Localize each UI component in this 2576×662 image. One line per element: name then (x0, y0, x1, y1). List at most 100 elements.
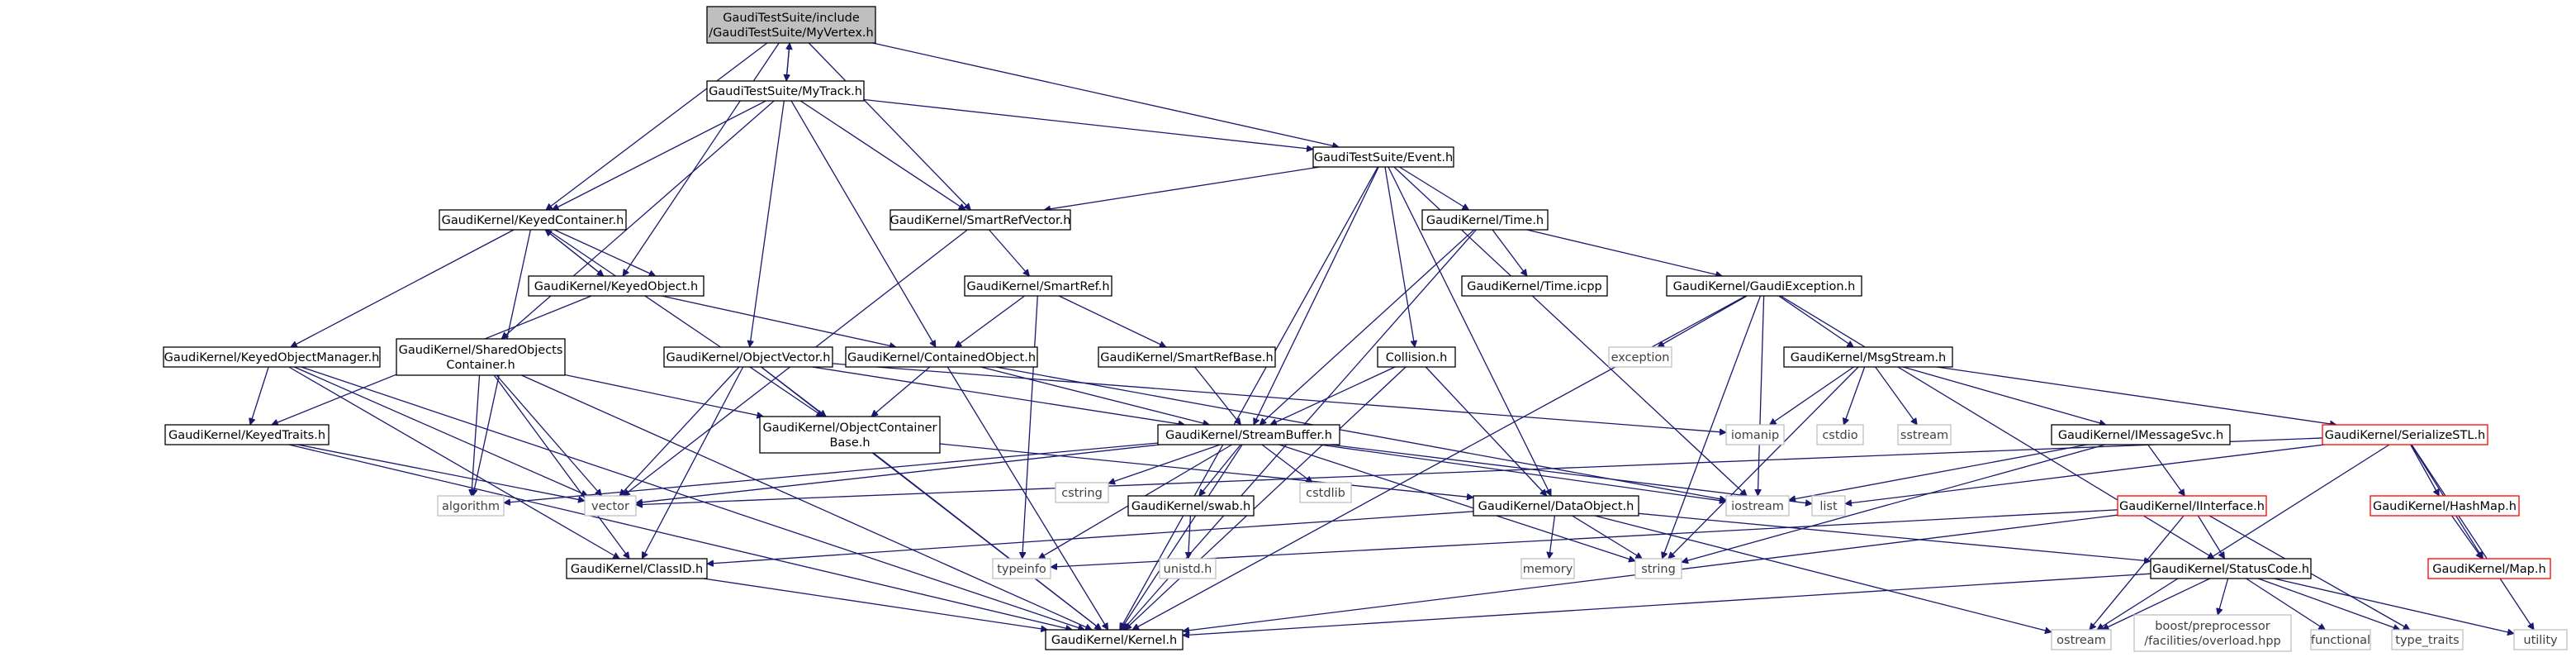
node-box (1816, 424, 1864, 445)
node-label: string (1641, 563, 1676, 576)
node-classid[interactable]: GaudiKernel/ClassID.h (566, 558, 708, 579)
edge-streambuffer-to-algorithm (504, 442, 1159, 502)
node-label: GaudiKernel/swab.h (1131, 500, 1250, 513)
node-objectvector[interactable]: GaudiKernel/ObjectVector.h (663, 346, 833, 368)
node-swab[interactable]: GaudiKernel/swab.h (1127, 495, 1255, 517)
node-box (1520, 558, 1575, 579)
node-label: GaudiKernel/KeyedContainer.h (442, 214, 624, 227)
node-box (1783, 346, 1953, 368)
node-cstdio: cstdio (1816, 424, 1864, 445)
node-label: GaudiKernel/HashMap.h (2373, 500, 2517, 513)
node-label: GaudiKernel/SharedObjects (399, 344, 563, 357)
edge-mytrack-to-event (863, 98, 1313, 149)
node-imessagesvc[interactable]: GaudiKernel/IMessageSvc.h (2051, 424, 2231, 445)
edge-time-to-timeicpp (1492, 229, 1527, 276)
node-box (566, 558, 708, 579)
node-kernel[interactable]: GaudiKernel/Kernel.h (1045, 629, 1184, 650)
edge-objectcontainerbase-to-kernel (872, 452, 1101, 630)
node-containedobject[interactable]: GaudiKernel/ContainedObject.h (845, 346, 1038, 368)
node-box (163, 346, 381, 368)
node-label: unistd.h (1164, 563, 1212, 576)
node-box (759, 416, 941, 454)
edge-smartrefvector-to-smartref (989, 229, 1030, 276)
node-box (1897, 424, 1952, 445)
edge-keyedobjectmanager-to-keyedtraits (250, 366, 269, 425)
node-box (2133, 614, 2292, 652)
edge-gaudiexception-to-string (1662, 295, 1762, 559)
node-label: GaudiKernel/Time.icpp (1467, 280, 1602, 293)
node-boostoverload: boost/preprocessor/facilities/overload.h… (2133, 614, 2292, 652)
edge-msgstream-to-sstream (1875, 366, 1918, 425)
edge-serializestl-to-list (1845, 444, 2325, 504)
edge-hashmap-to-map (2450, 515, 2483, 559)
node-label: GaudiKernel/IInterface.h (2119, 500, 2265, 513)
node-box (890, 209, 1071, 231)
edge-mytrack-to-keyedcontainer (553, 100, 766, 211)
edge-myvertex-to-event (872, 42, 1340, 147)
node-myvertex[interactable]: GaudiTestSuite/include/GaudiTestSuite/My… (706, 6, 876, 44)
node-keyedobjectmanager[interactable]: GaudiKernel/KeyedObjectManager.h (163, 346, 381, 368)
edge-containedobject-to-streambuffer (980, 366, 1209, 425)
node-box (1725, 424, 1785, 445)
node-box (439, 209, 627, 231)
node-box (396, 338, 566, 376)
node-label: iostream (1731, 500, 1784, 513)
node-label: exception (1611, 351, 1670, 364)
node-hashmap[interactable]: GaudiKernel/HashMap.h (2370, 495, 2520, 517)
node-collision[interactable]: Collision.h (1377, 346, 1456, 368)
edge-gaudiexception-to-iostream (1758, 295, 1765, 496)
node-list: list (1811, 495, 1846, 517)
node-label: GaudiTestSuite/Event.h (1314, 151, 1453, 164)
edge-dataobject-to-classid (707, 511, 1474, 564)
edge-streambuffer-to-list (1329, 444, 1812, 504)
node-box (528, 275, 704, 297)
node-time[interactable]: GaudiKernel/Time.h (1421, 209, 1549, 231)
edge-containedobject-to-kernel (946, 366, 1109, 630)
node-serializestl[interactable]: GaudiKernel/SerializeSTL.h (2322, 424, 2488, 445)
node-label: GaudiKernel/SerializeSTL.h (2325, 429, 2486, 442)
edge-statuscode-to-functional (2246, 578, 2326, 631)
node-dataobject[interactable]: GaudiKernel/DataObject.h (1473, 495, 1639, 517)
node-streambuffer[interactable]: GaudiKernel/StreamBuffer.h (1157, 424, 1340, 445)
node-smartrefvector[interactable]: GaudiKernel/SmartRefVector.h (890, 209, 1071, 231)
edge-streambuffer-to-string (1279, 444, 1635, 561)
edge-msgstream-to-cstdio (1843, 366, 1866, 425)
node-mytrack[interactable]: GaudiTestSuite/MyTrack.h (706, 80, 865, 102)
node-keyedtraits[interactable]: GaudiKernel/KeyedTraits.h (164, 424, 330, 445)
node-iinterface[interactable]: GaudiKernel/IInterface.h (2117, 495, 2267, 517)
edge-keyedcontainer-to-objectcontainerbase (547, 229, 823, 417)
edge-event-to-smartrefvector (1044, 166, 1321, 210)
node-keyedobject[interactable]: GaudiKernel/KeyedObject.h (528, 275, 704, 297)
node-label: GaudiKernel/StatusCode.h (2152, 563, 2309, 576)
node-box (992, 558, 1051, 579)
node-timeicpp[interactable]: GaudiKernel/Time.icpp (1461, 275, 1608, 297)
edge-msgstream-to-iomanip (1769, 366, 1854, 426)
node-map[interactable]: GaudiKernel/Map.h (2427, 558, 2551, 579)
node-event[interactable]: GaudiTestSuite/Event.h (1312, 146, 1454, 168)
node-statuscode[interactable]: GaudiKernel/StatusCode.h (2150, 558, 2312, 579)
edge-gaudiexception-to-exception (1658, 295, 1748, 348)
node-smartref[interactable]: GaudiKernel/SmartRef.h (964, 275, 1112, 297)
node-smartrefbase[interactable]: GaudiKernel/SmartRefBase.h (1098, 346, 1276, 368)
edge-classid-to-kernel (703, 578, 1048, 630)
edge-statuscode-to-typetraits (2257, 578, 2400, 630)
node-gaudiexception[interactable]: GaudiKernel/GaudiException.h (1666, 275, 1862, 297)
node-label: Base.h (829, 436, 870, 450)
edge-objectvector-to-classid (641, 366, 744, 559)
edge-keyedcontainer-to-iterator (553, 229, 656, 276)
edge-keyedobjectmanager-to-vector (294, 366, 587, 496)
node-box (706, 80, 865, 102)
node-label: algorithm (442, 500, 500, 513)
node-label: typeinfo (997, 563, 1046, 576)
edge-dataobject-to-ostream (1594, 515, 2052, 632)
node-box (1157, 424, 1340, 445)
edge-keyedtraits-to-kernel (288, 444, 1072, 630)
node-label: boost/preprocessor (2155, 620, 2270, 633)
node-utility: utility (2513, 629, 2568, 650)
edge-sharedobjects-to-objectcontainerbase (564, 374, 763, 417)
node-msgstream[interactable]: GaudiKernel/MsgStream.h (1783, 346, 1953, 368)
node-box (1045, 629, 1184, 650)
node-keyedcontainer[interactable]: GaudiKernel/KeyedContainer.h (439, 209, 627, 231)
